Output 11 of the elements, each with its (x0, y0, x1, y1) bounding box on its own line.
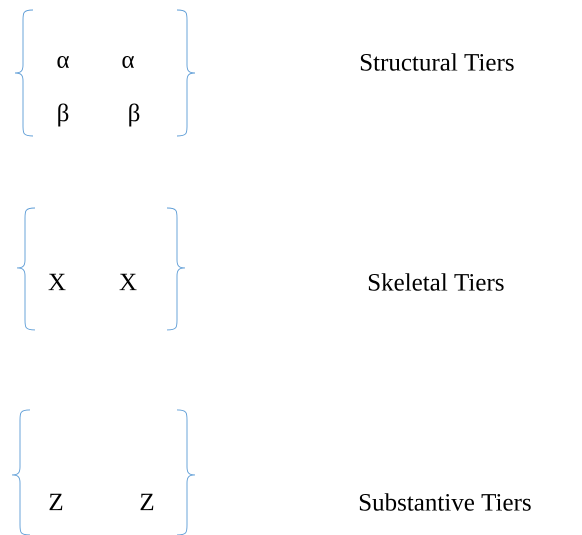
symbol: α (57, 56, 69, 68)
symbol: Z (140, 494, 154, 510)
symbol: Z (50, 494, 62, 510)
tier-label: Structural Tiers (360, 53, 514, 71)
symbol: X (120, 274, 137, 290)
tier-label: Skeletal Tiers (368, 273, 504, 291)
symbol: α (122, 56, 134, 68)
symbol: X (48, 274, 66, 290)
symbol: β (129, 104, 140, 126)
tier-label: Substantive Tiers (360, 493, 531, 511)
symbol: β (58, 104, 68, 126)
